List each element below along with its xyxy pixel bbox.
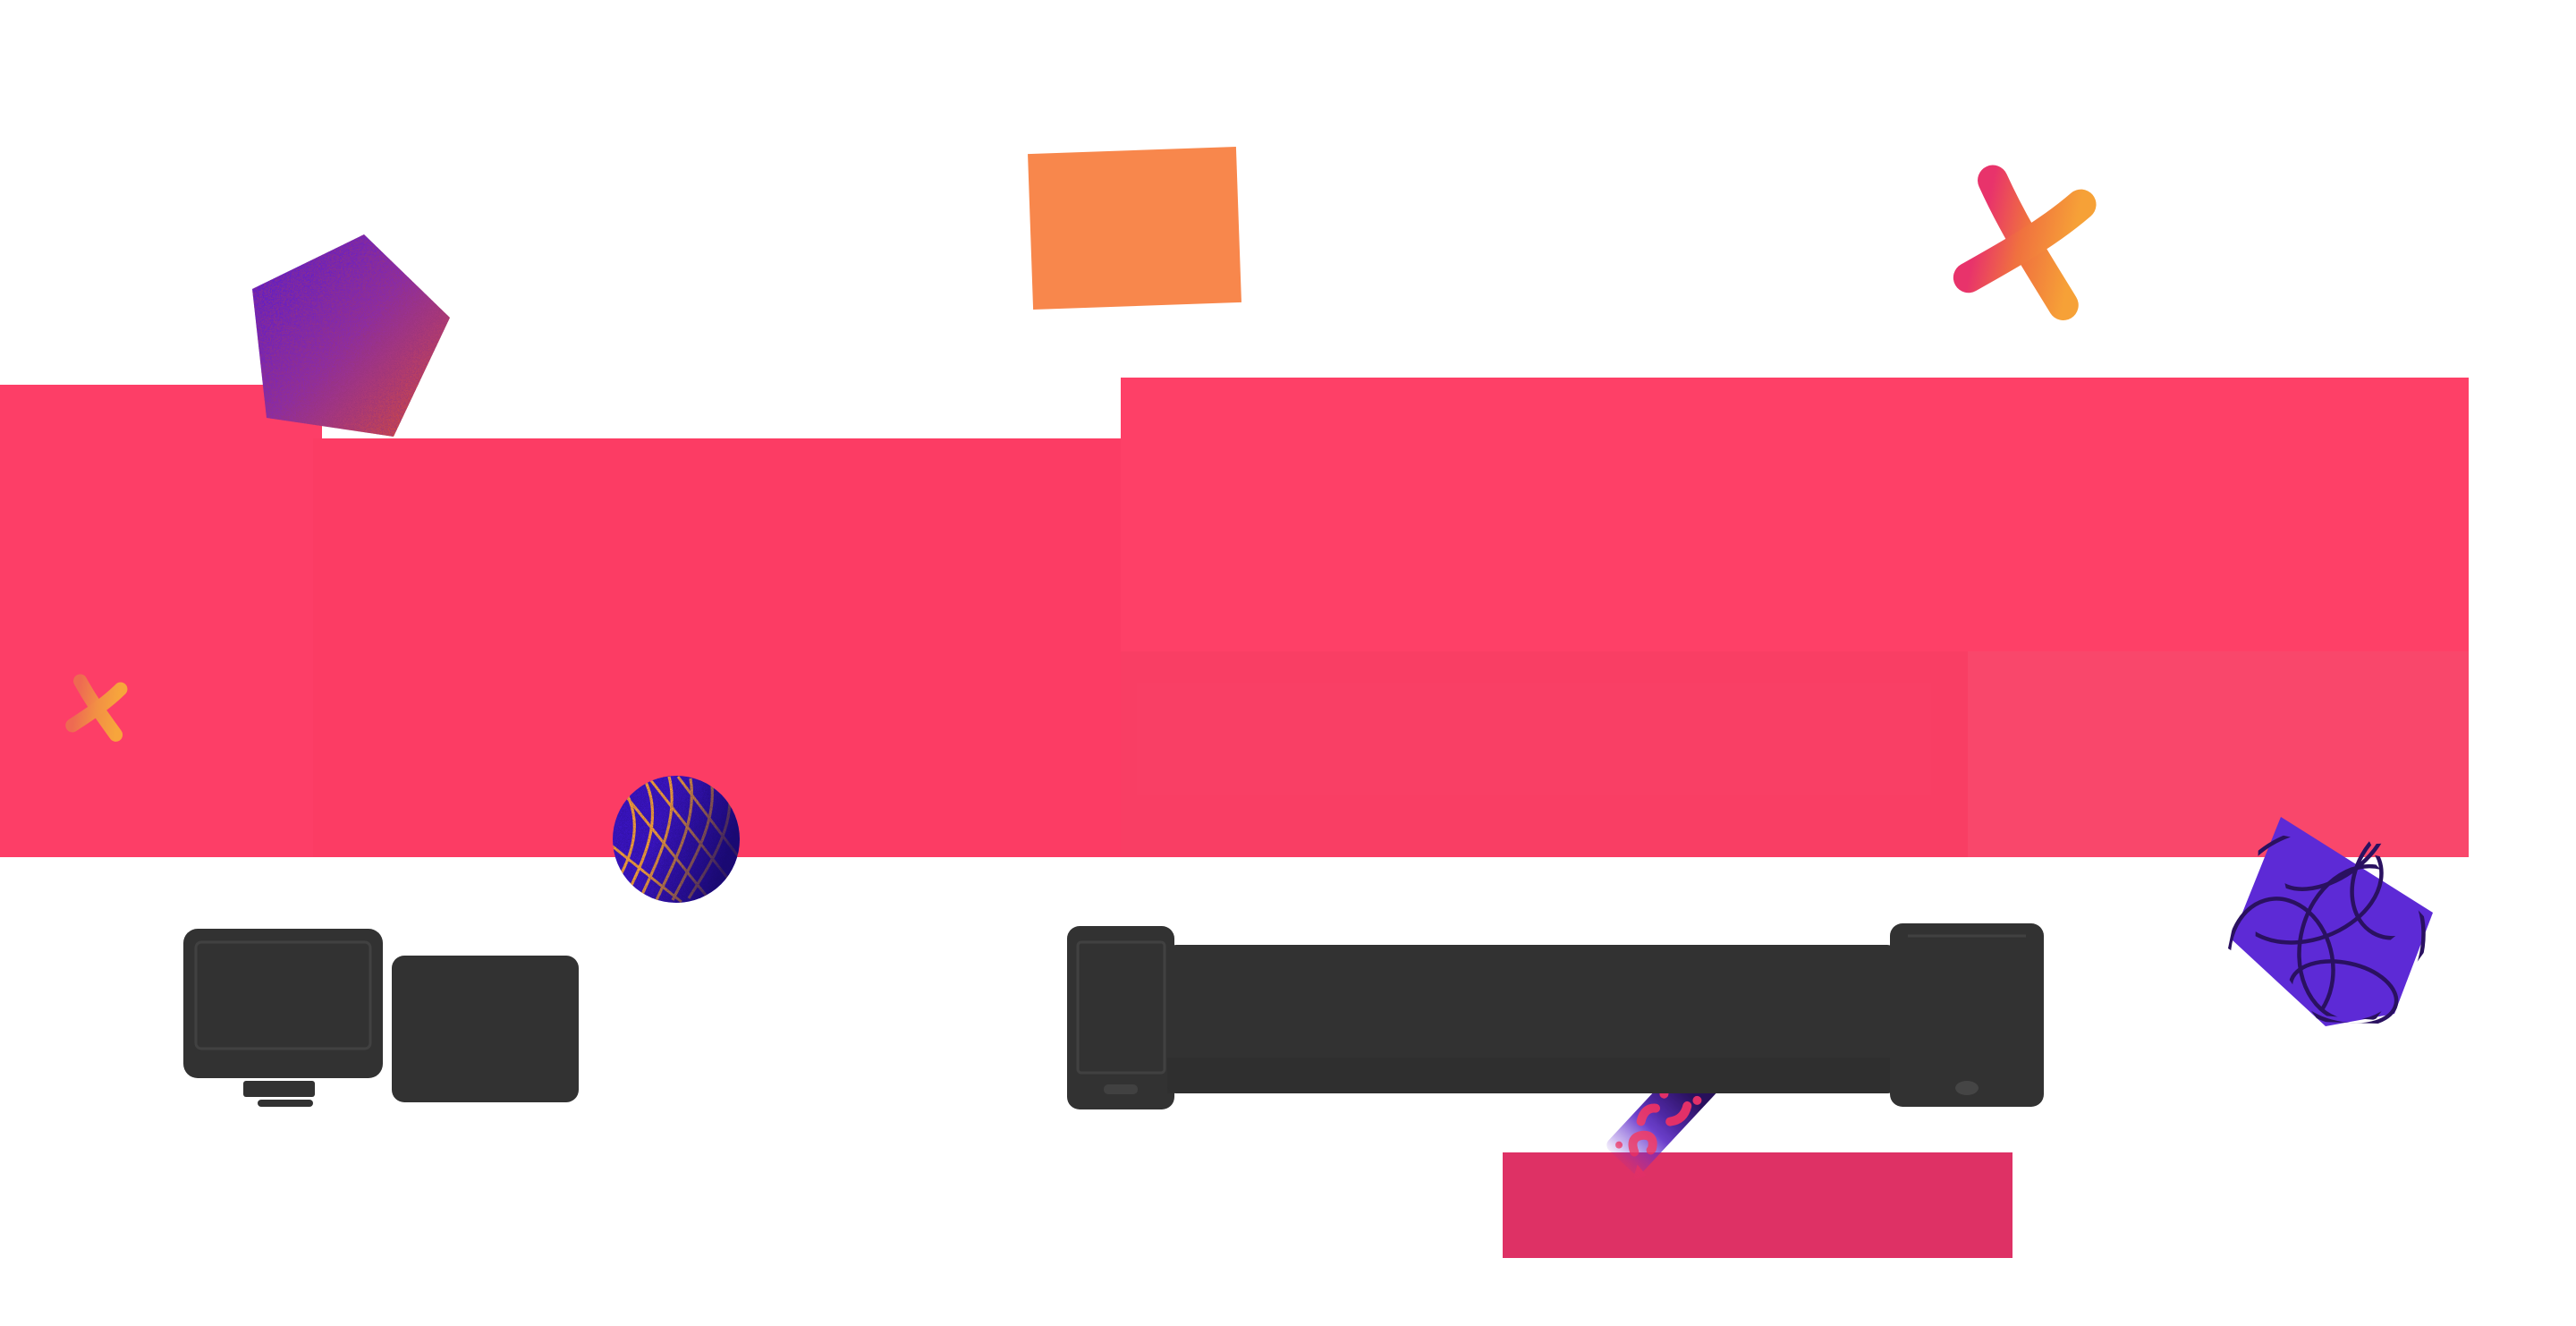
- phone-screen-bezel: [1076, 940, 1166, 1075]
- pink-block-center: [313, 438, 1123, 857]
- monitor-screen-bezel: [194, 940, 372, 1050]
- pink-block-left-top: [0, 385, 322, 857]
- device-bar: [1167, 945, 1896, 1093]
- pink-patch-bottom: [1503, 1152, 2012, 1258]
- ribbon-squiggle: [1665, 1101, 1692, 1126]
- ribbon-dot: [1615, 1141, 1623, 1149]
- sphere-grain: [613, 776, 740, 903]
- monitor-foot: [258, 1100, 313, 1107]
- phone-home-slot: [1104, 1084, 1138, 1094]
- phone-body: [1067, 926, 1174, 1109]
- ribbon-dot: [1692, 1095, 1702, 1105]
- ribbon-squiggle: [1636, 1103, 1661, 1126]
- ribbon-squiggle: [1628, 1130, 1657, 1157]
- monitor-stand: [243, 1081, 315, 1097]
- x-stroke-2: [1953, 189, 2097, 293]
- device-bar-lower-shade: [1167, 1058, 1896, 1093]
- pink-seam-vertical: [1968, 651, 2469, 857]
- sparkle-x-large: [1953, 165, 2097, 320]
- grain-pentagon-noise-b: [252, 234, 450, 437]
- ribbon-arrow-tip: [1632, 1164, 1647, 1180]
- tablet-left: [392, 956, 579, 1102]
- x-stroke-2: [65, 682, 128, 733]
- tablet-home-button: [1955, 1081, 1979, 1095]
- monitor-frame: [183, 929, 383, 1078]
- tablet-right: [1890, 923, 2044, 1107]
- orange-rectangle: [1028, 146, 1241, 310]
- scribble-pentagon: [2232, 817, 2433, 1026]
- pink-block-right: [1121, 378, 2469, 857]
- sparkle-x-small: [65, 674, 128, 742]
- ribbon-dot: [1646, 1145, 1656, 1155]
